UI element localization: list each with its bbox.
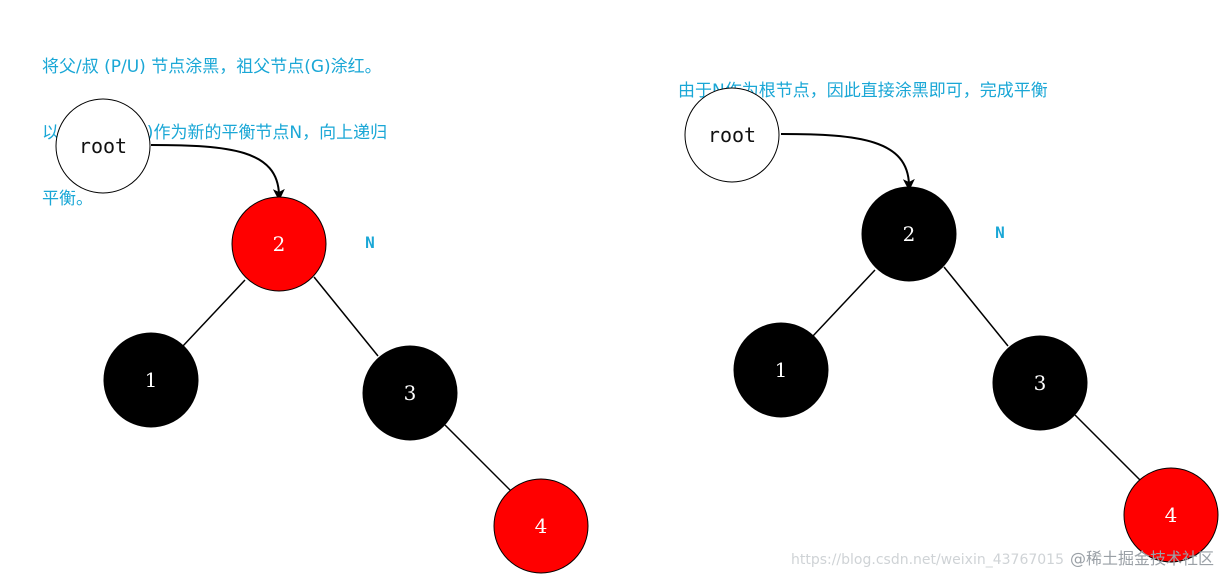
left-node-2-label: 2 [273, 232, 286, 256]
right-root-node: root [684, 87, 780, 183]
right-root-arrow [780, 133, 915, 191]
right-edge-2-3 [943, 266, 1009, 347]
left-node-4: 4 [493, 478, 589, 574]
right-edge-2-1 [811, 269, 876, 338]
watermark-brand: @稀土掘金技术社区 [1069, 549, 1214, 568]
watermark: https://blog.csdn.net/weixin_43767015 @稀土… [791, 545, 1214, 569]
left-node-1-label: 1 [145, 368, 158, 392]
right-node-2: 2 [861, 186, 957, 282]
left-edge-2-3 [313, 276, 379, 357]
right-node-3-label: 3 [1034, 371, 1047, 395]
right-caption-line-1: 由于N作为根节点，因此直接涂黑即可，完成平衡 [678, 81, 1048, 101]
left-node-4-label: 4 [535, 514, 548, 538]
right-edge-3-4 [1074, 414, 1143, 483]
watermark-url: https://blog.csdn.net/weixin_43767015 [790, 552, 1064, 568]
left-caption-line-3: 平衡。 [42, 189, 93, 209]
left-edge-2-1 [181, 279, 246, 348]
left-n-label: N [365, 233, 375, 252]
left-root-label: root [79, 134, 127, 158]
left-tree: root 2 N 1 3 4 [55, 98, 589, 574]
right-node-1: 1 [733, 322, 829, 418]
right-root-label: root [708, 123, 756, 147]
right-node-2-label: 2 [903, 222, 916, 246]
right-node-3: 3 [992, 335, 1088, 431]
left-node-3-label: 3 [404, 381, 417, 405]
right-node-4-label: 4 [1165, 503, 1178, 527]
right-node-1-label: 1 [775, 358, 788, 382]
left-caption-line-1: 将父/叔 (P/U) 节点涂黑，祖父节点(G)涂红。 [42, 57, 382, 77]
right-tree: root 2 N 1 3 4 [684, 87, 1219, 563]
right-caption: 由于N作为根节点，因此直接涂黑即可，完成平衡 [678, 36, 1198, 146]
left-root-arrow [150, 144, 285, 201]
left-root-node: root [55, 98, 151, 194]
right-n-label: N [995, 223, 1005, 242]
left-node-1: 1 [103, 332, 199, 428]
left-node-3: 3 [362, 345, 458, 441]
left-edge-3-4 [444, 424, 513, 493]
right-node-4: 4 [1123, 467, 1219, 563]
left-node-2: 2 [231, 196, 327, 292]
